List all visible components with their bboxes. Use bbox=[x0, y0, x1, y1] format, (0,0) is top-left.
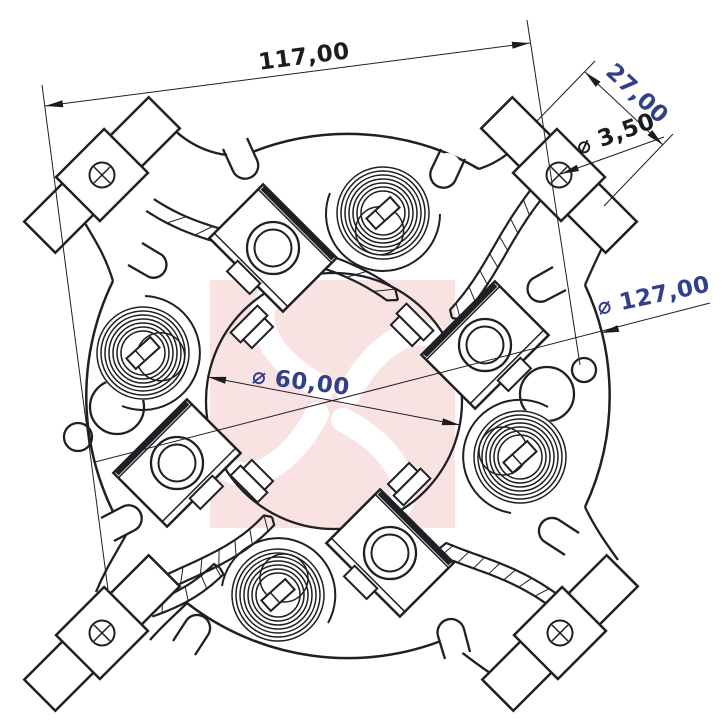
brush-boxes bbox=[111, 182, 551, 619]
terminal-blocks bbox=[22, 95, 640, 713]
terminal-screw-icon bbox=[88, 619, 116, 647]
torsion-spring bbox=[336, 166, 430, 260]
dimension-label-117: 117,00 bbox=[257, 38, 351, 76]
terminal-block bbox=[479, 95, 639, 255]
brush-tab bbox=[229, 458, 275, 504]
torsion-spring bbox=[473, 410, 567, 504]
brush-tab bbox=[386, 461, 432, 507]
keyhole-cutouts bbox=[100, 137, 580, 660]
brush-tabs bbox=[229, 302, 435, 507]
brush-box bbox=[419, 279, 551, 411]
torsion-spring bbox=[96, 306, 190, 400]
brush-box bbox=[324, 487, 456, 619]
torsion-spring bbox=[231, 548, 325, 642]
brush-tab bbox=[229, 304, 275, 350]
torsion-springs bbox=[96, 166, 567, 642]
dimension-label-127: ⌀ 127,00 bbox=[595, 272, 713, 321]
terminal-block bbox=[22, 553, 182, 713]
dimension-label-3-50: ⌀ 3,50 bbox=[573, 108, 659, 160]
terminal-screw-icon bbox=[545, 161, 573, 189]
wire-braid bbox=[438, 541, 561, 609]
terminal-block bbox=[22, 95, 182, 255]
brush-box bbox=[207, 182, 339, 314]
brush-tab bbox=[389, 302, 435, 348]
terminal-screw-icon bbox=[546, 619, 574, 647]
terminal-block bbox=[480, 553, 640, 713]
brush-box bbox=[111, 397, 243, 529]
terminal-screw-icon bbox=[88, 161, 116, 189]
